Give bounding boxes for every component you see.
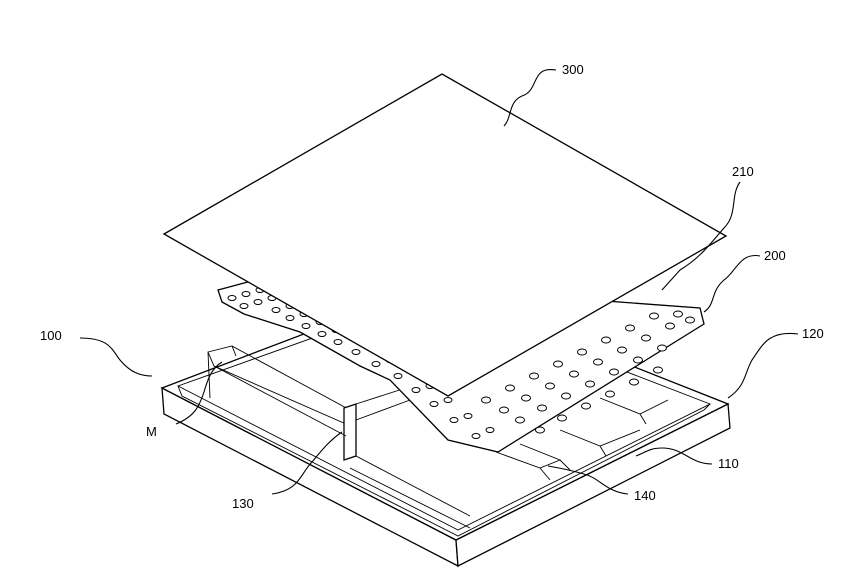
partition-130 bbox=[344, 404, 356, 460]
leader-100 bbox=[80, 338, 152, 376]
label-140: 140 bbox=[634, 488, 656, 503]
label-M: M bbox=[146, 424, 157, 439]
label-110: 110 bbox=[718, 456, 739, 471]
leader-200 bbox=[704, 255, 760, 312]
label-210: 210 bbox=[732, 164, 754, 179]
label-200: 200 bbox=[764, 248, 786, 263]
label-100: 100 bbox=[40, 328, 62, 343]
label-300: 300 bbox=[562, 62, 584, 77]
label-130: 130 bbox=[232, 496, 254, 511]
label-120: 120 bbox=[802, 326, 824, 341]
leader-120 bbox=[728, 333, 798, 398]
